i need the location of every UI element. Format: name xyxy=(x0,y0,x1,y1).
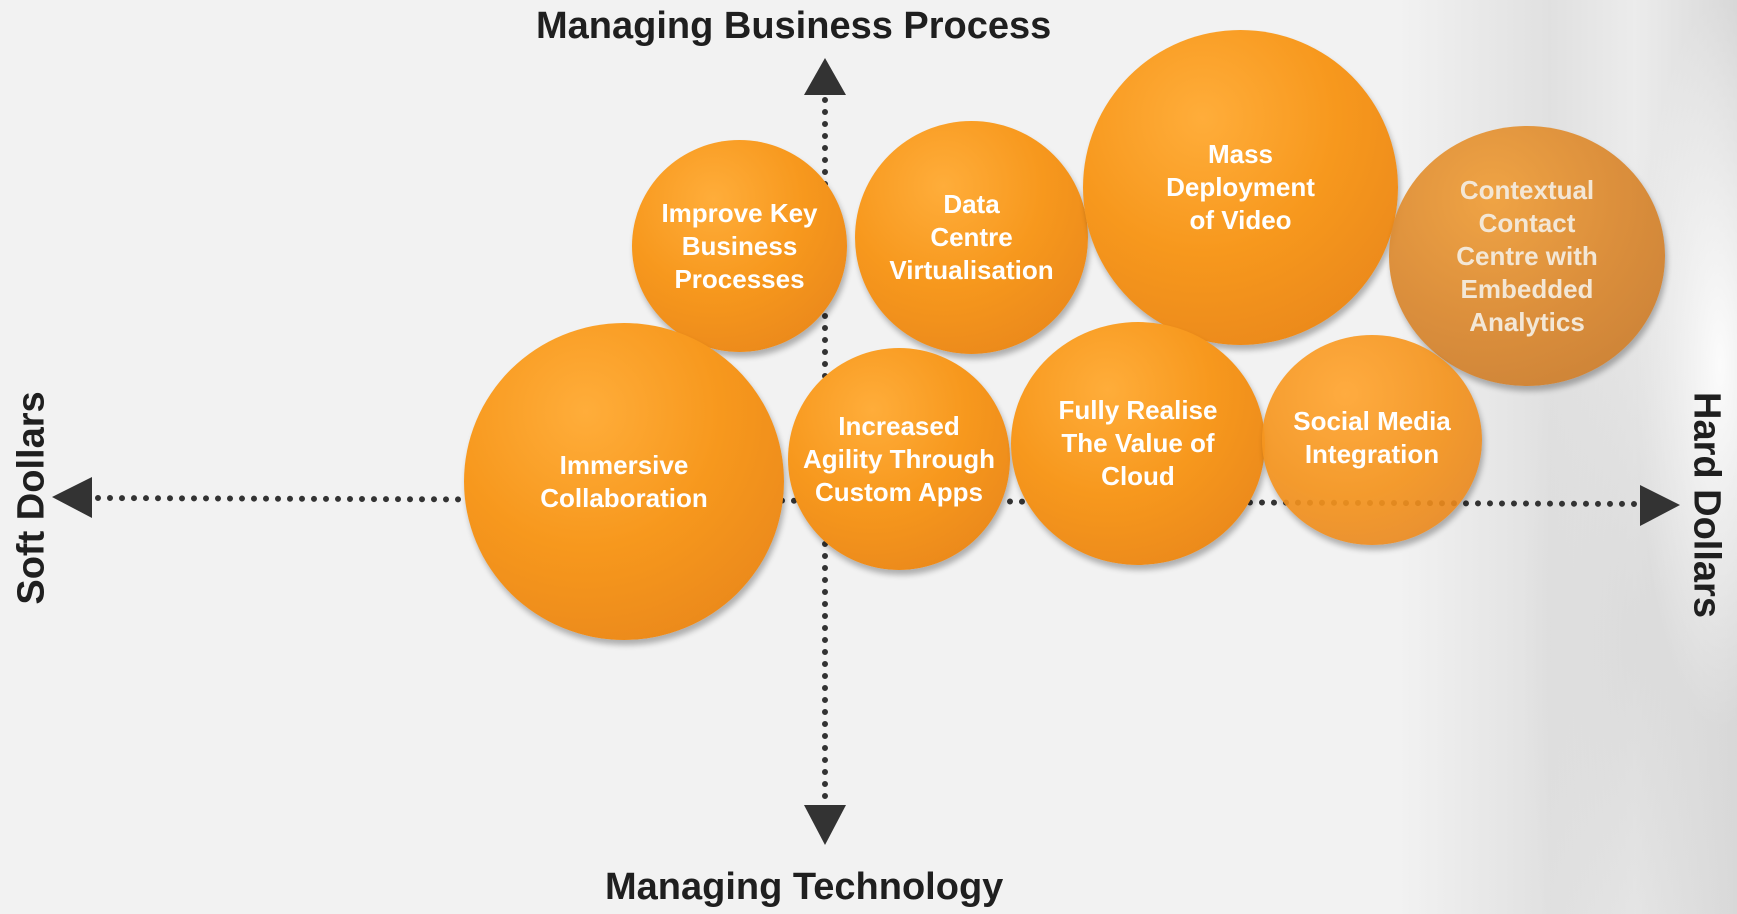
bubble-immersive-collaboration: Immersive Collaboration xyxy=(464,323,784,640)
bubble-social-media-integration: Social Media Integration xyxy=(1262,335,1482,545)
bubble-label: Mass Deployment of Video xyxy=(1166,139,1315,235)
bubble-fully-realise-value-of-cloud: Fully Realise The Value of Cloud xyxy=(1011,322,1265,565)
bubble-label: Contextual Contact Centre with Embedded … xyxy=(1456,174,1598,337)
bubble-label: Increased Agility Through Custom Apps xyxy=(802,410,996,507)
bubble-label: Immersive Collaboration xyxy=(540,449,708,513)
bubble-label: Improve Key Business Processes xyxy=(661,197,818,294)
bubble-label: Data Centre Virtualisation xyxy=(889,189,1054,285)
bubble-label: Social Media Integration xyxy=(1293,406,1451,469)
axis-title-bottom: Managing Technology xyxy=(605,866,1004,908)
bubble-increased-agility-custom-apps: Increased Agility Through Custom Apps xyxy=(788,348,1010,570)
bubble-label: Fully Realise The Value of Cloud xyxy=(1058,395,1218,491)
axis-title-top: Managing Business Process xyxy=(536,5,1052,47)
bubble-mass-deployment-of-video: Mass Deployment of Video xyxy=(1083,30,1398,345)
arrow-up-icon xyxy=(804,58,846,95)
bubble-improve-key-business-processes: Improve Key Business Processes xyxy=(632,140,847,352)
axis-title-left: Soft Dollars xyxy=(10,391,53,605)
bubble-contextual-contact-centre: Contextual Contact Centre with Embedded … xyxy=(1389,126,1665,386)
axis-title-right: Hard Dollars xyxy=(1685,392,1728,618)
arrow-down-icon xyxy=(804,805,846,845)
bubble-data-centre-virtualisation: Data Centre Virtualisation xyxy=(855,121,1088,354)
arrow-left-icon xyxy=(52,477,92,518)
arrow-right-icon xyxy=(1640,485,1680,526)
